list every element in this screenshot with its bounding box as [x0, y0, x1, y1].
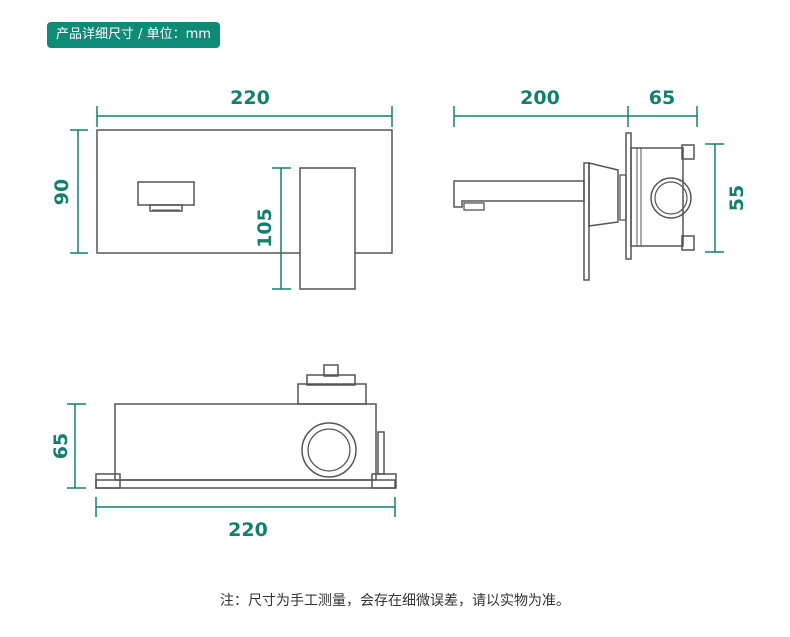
wall-plate	[96, 129, 393, 254]
front-width-dimension	[96, 106, 393, 127]
front-height-label: 90	[51, 179, 73, 205]
side-box-depth-label: 65	[649, 87, 675, 109]
measurement-footnote: 注：尺寸为手工测量，会存在细微误差，请以实物为准。	[220, 593, 570, 609]
side-in-wall-box	[630, 147, 684, 247]
top-height-label: 65	[50, 433, 72, 459]
front-view: 220 90 105	[51, 87, 393, 290]
side-box-height-dimension	[705, 143, 724, 253]
side-box-height-label: 55	[726, 185, 748, 211]
top-inlet	[297, 383, 367, 405]
spout-outlet	[137, 181, 195, 206]
handle-height-label: 105	[254, 208, 276, 248]
side-length-dimension	[453, 106, 698, 127]
top-width-label: 220	[228, 519, 268, 541]
top-width-dimension	[95, 497, 396, 517]
side-length-label: 200	[520, 87, 560, 109]
top-base-plate	[95, 479, 396, 489]
top-port	[301, 422, 357, 478]
aerator	[149, 204, 183, 212]
top-height-dimension	[67, 403, 86, 489]
handle-height-dimension	[272, 167, 291, 290]
side-box-port	[650, 177, 692, 219]
top-view: 65 220	[50, 364, 397, 541]
side-view: 200 65 55	[453, 87, 748, 281]
handle	[299, 167, 356, 290]
side-valve-body	[588, 162, 619, 227]
page-title-badge: 产品详细尺寸 / 单位：mm	[47, 22, 220, 48]
front-height-dimension	[70, 129, 88, 254]
front-width-label: 220	[230, 87, 270, 109]
